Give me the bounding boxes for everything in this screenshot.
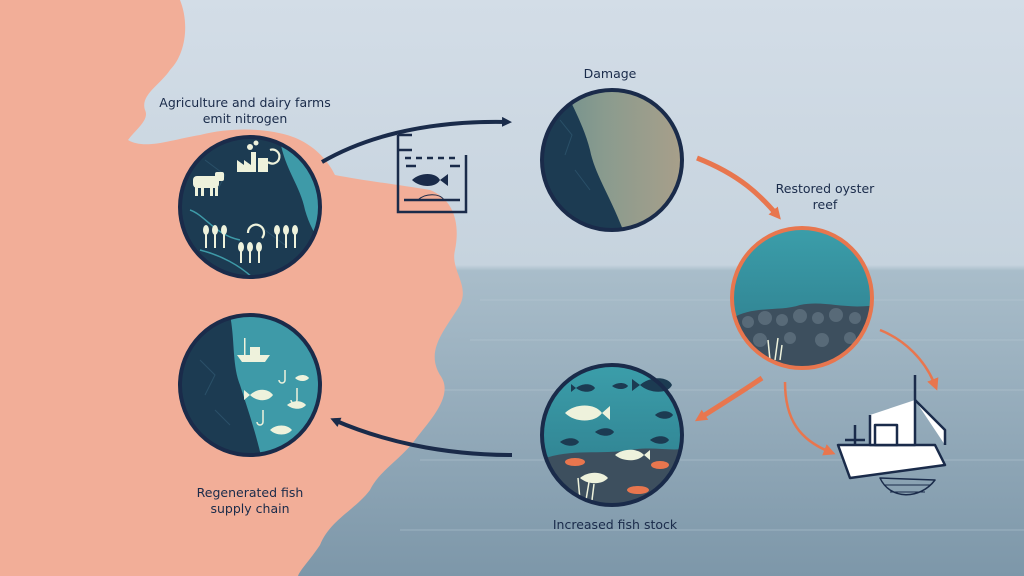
- water-tank-icon: [396, 133, 468, 214]
- fish-stock-circle: [540, 363, 684, 507]
- label-oyster-line2: reef: [812, 197, 838, 212]
- arrow-oyster-to-trawler-bottom: [783, 381, 836, 456]
- label-agriculture-line1: Agriculture and dairy farms: [159, 95, 331, 110]
- damage-circle: [540, 88, 684, 232]
- label-oyster-line1: Restored oyster: [775, 181, 875, 196]
- label-damage-line1: Damage: [583, 66, 637, 81]
- oyster-reef-circle: [730, 226, 874, 370]
- label-fish-stock-line1: Increased fish stock: [552, 517, 678, 532]
- land-mass: [0, 0, 463, 576]
- wheat-icon: [203, 225, 298, 263]
- recycle-icon: [246, 148, 281, 239]
- label-agriculture-line2: emit nitrogen: [202, 111, 288, 126]
- arrow-fishstock-to-supply: [330, 417, 513, 457]
- label-supply-line2: supply chain: [210, 501, 290, 516]
- arrow-agriculture-to-damage: [320, 116, 512, 164]
- fishing-boat-icon: [237, 338, 270, 362]
- label-fish-stock: Increased fish stock: [530, 517, 700, 533]
- label-agriculture: Agriculture and dairy farms emit nitroge…: [130, 95, 360, 127]
- label-oyster: Restored oyster reef: [755, 181, 895, 213]
- label-supply-line1: Regenerated fish: [196, 485, 304, 500]
- label-damage: Damage: [555, 66, 665, 82]
- arrow-damage-to-oyster: [696, 155, 781, 220]
- agriculture-circle: [178, 135, 322, 279]
- cow-icon: [193, 172, 224, 196]
- arrow-oyster-to-fishstock: [694, 375, 764, 422]
- arrow-oyster-to-trawler-top: [879, 328, 939, 391]
- label-supply: Regenerated fish supply chain: [175, 485, 325, 517]
- fish-icon: [560, 378, 673, 484]
- factory-icon: [237, 140, 268, 172]
- fishing-trawler-icon: [836, 375, 947, 496]
